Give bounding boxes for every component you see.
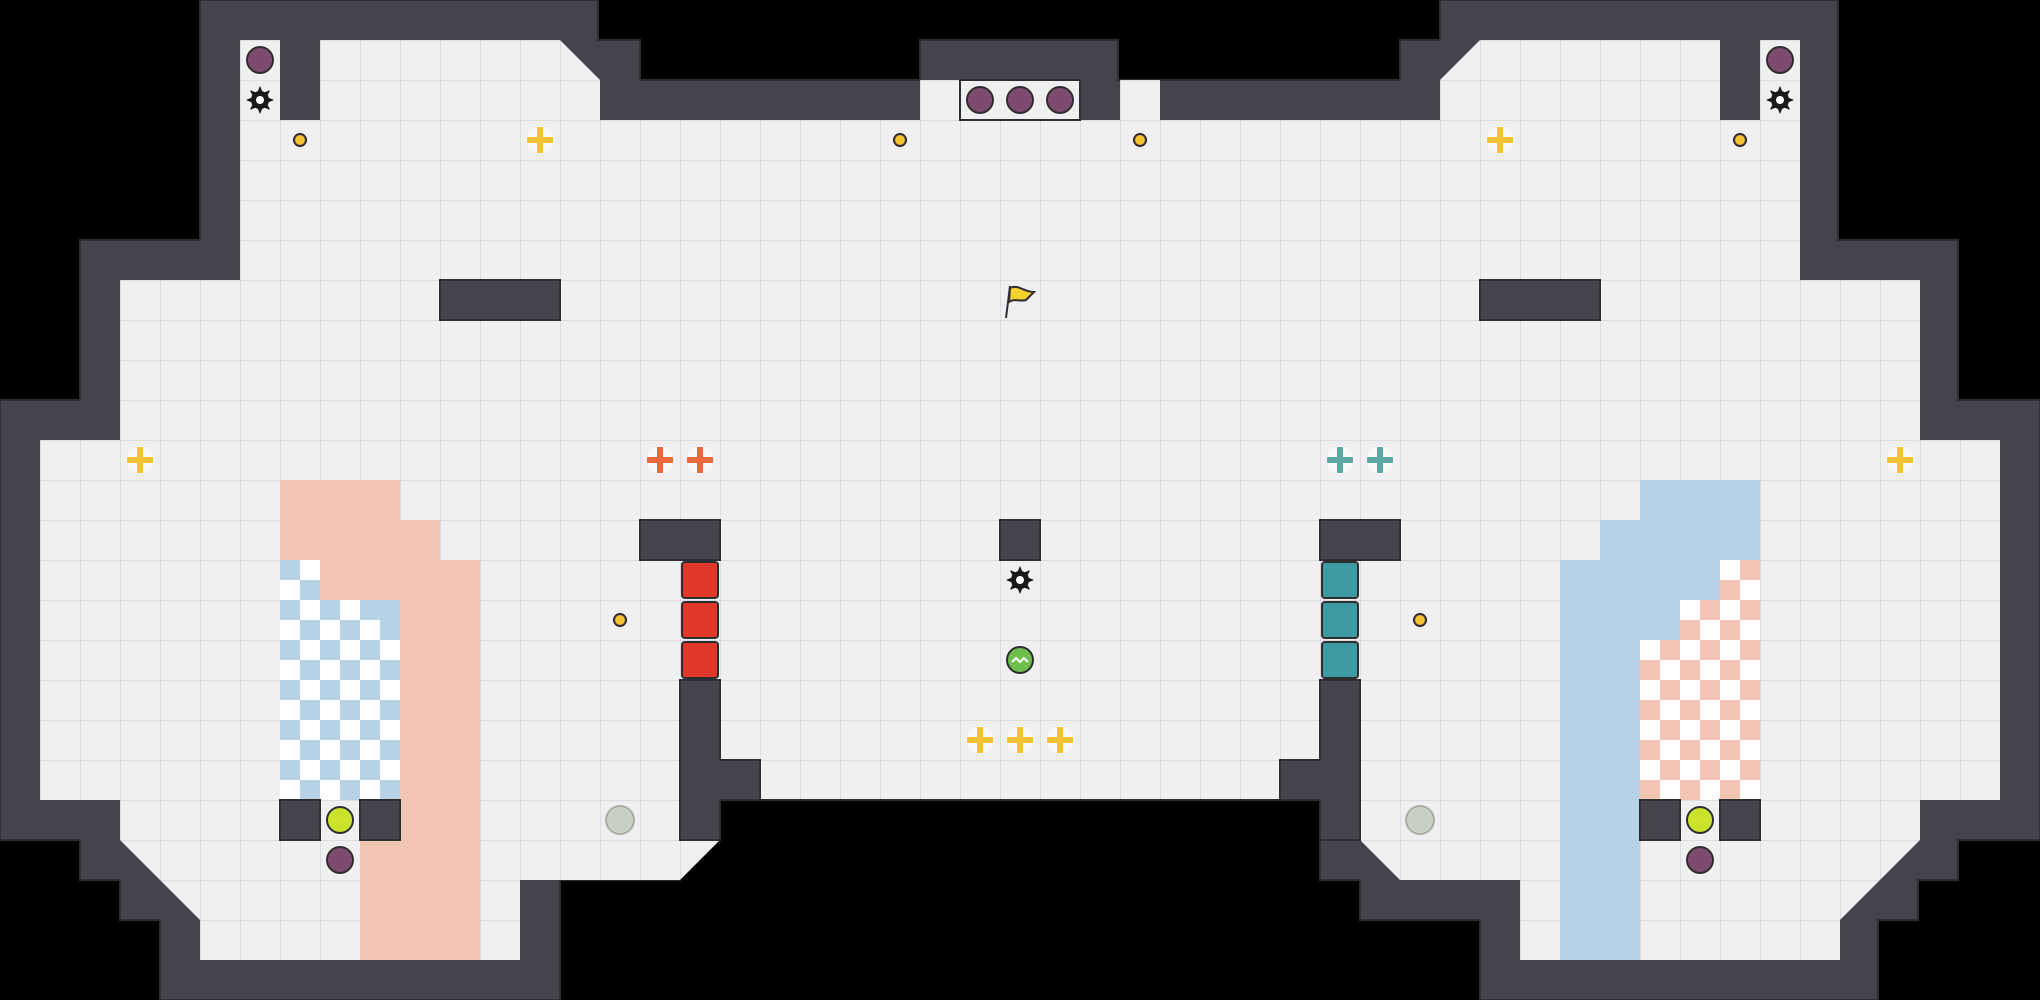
wall-block (1719, 799, 1761, 841)
bomb-icon (246, 46, 274, 74)
speed-pad-icon (686, 446, 714, 474)
wall-block (1639, 799, 1681, 841)
blue-checker-zone-left (280, 560, 400, 800)
wall-block (679, 679, 1361, 841)
bombs (246, 46, 1794, 874)
green-ball-icon (1006, 646, 1034, 674)
speed-pad-icon (126, 446, 154, 474)
inactive-pad-icon (1405, 805, 1435, 835)
boost-dot-icon (1413, 613, 1427, 627)
blue-gate (1321, 641, 1359, 679)
wall-block (359, 799, 401, 841)
wall-block (279, 799, 321, 841)
red-gate (681, 561, 719, 599)
arena-floor (40, 40, 2000, 960)
spike-icon (1766, 86, 1794, 114)
boost-dot-icon (293, 133, 307, 147)
powerup-icon (1686, 806, 1714, 834)
bomb-icon (1006, 86, 1034, 114)
wall-block (1479, 279, 1601, 321)
wall-block (639, 519, 721, 561)
wall-block (999, 519, 1041, 561)
boost-dot-icon (613, 613, 627, 627)
speed-pad-icon (1046, 726, 1074, 754)
bomb-icon (1766, 46, 1794, 74)
spike-icon (1006, 566, 1034, 594)
blue-team-zone (1560, 480, 1760, 960)
spike-icon (246, 86, 274, 114)
bomb-icon (1686, 846, 1714, 874)
speed-pad-icon (526, 126, 554, 154)
boost-dot-icon (1733, 133, 1747, 147)
bomb-icon (1046, 86, 1074, 114)
blue-gate (1321, 561, 1359, 599)
speed-pad-icon (1006, 726, 1034, 754)
inactive-pads (605, 805, 1435, 835)
blue-gate (1321, 601, 1359, 639)
red-checker-zone-right (1640, 560, 1760, 800)
yellow-flag-icon (1005, 285, 1037, 319)
powerups (326, 806, 1714, 834)
blue-gates (1321, 561, 1359, 679)
speed-pad-icon (646, 446, 674, 474)
powerup-icon (326, 806, 354, 834)
boost-dots (293, 133, 1747, 627)
bomb-icon (966, 86, 994, 114)
wall-block (1319, 519, 1401, 561)
red-gates (681, 561, 719, 679)
speed-pads (126, 126, 1914, 754)
speed-pad-icon (1366, 446, 1394, 474)
inactive-pad-icon (605, 805, 635, 835)
spikes (246, 86, 1794, 594)
boost-dot-icon (893, 133, 907, 147)
boost-dot-icon (1133, 133, 1147, 147)
bomb-icon (326, 846, 354, 874)
speed-pad-icon (1886, 446, 1914, 474)
speed-pad-icon (966, 726, 994, 754)
wall-block (439, 279, 561, 321)
red-gate (681, 641, 719, 679)
red-gate (681, 601, 719, 639)
speed-pad-icon (1486, 126, 1514, 154)
speed-pad-icon (1326, 446, 1354, 474)
